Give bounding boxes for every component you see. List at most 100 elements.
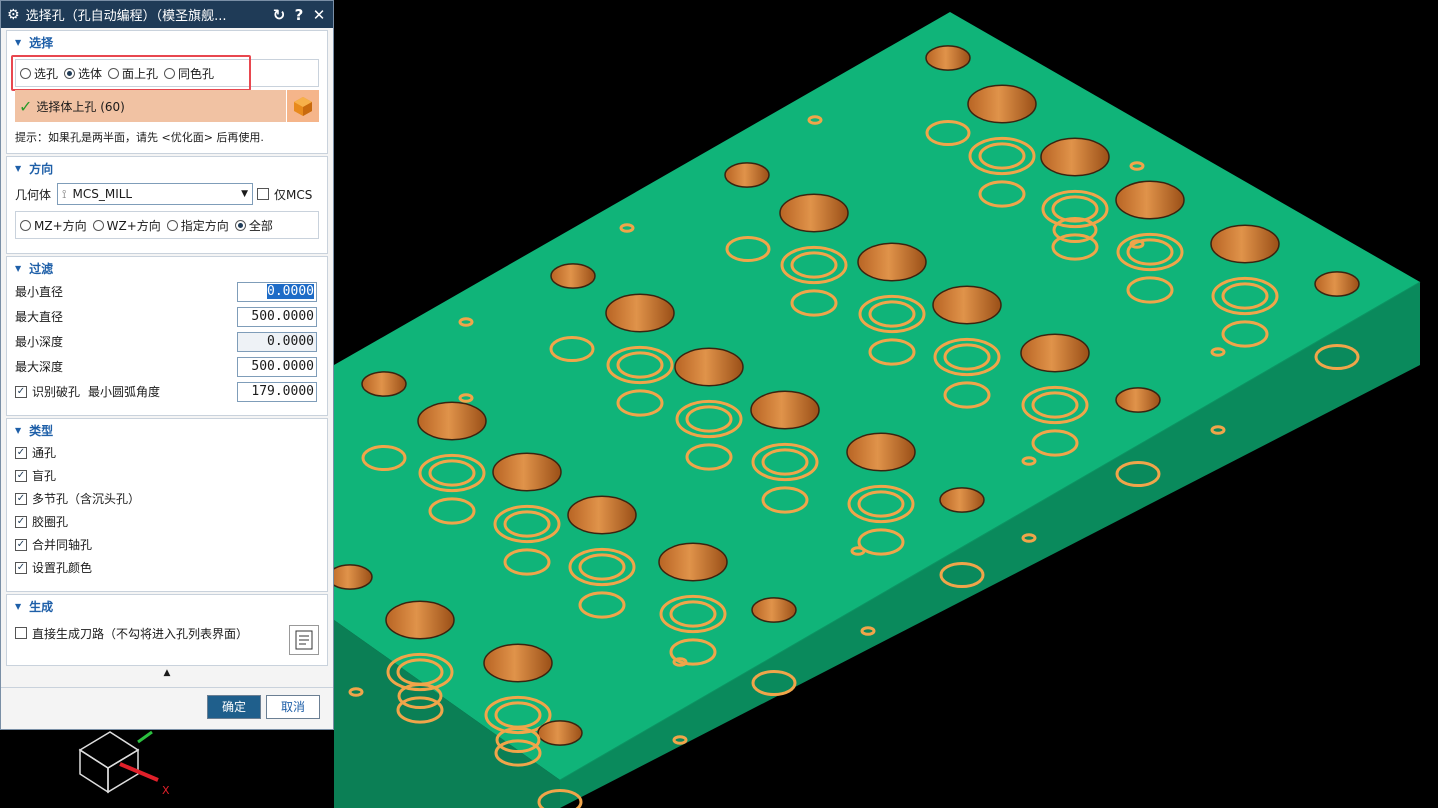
- counterbore-hole: [846, 432, 916, 472]
- type-multi-step-hole[interactable]: ✓多节孔（含沉头孔）: [15, 492, 141, 506]
- hole-ring: [616, 351, 664, 379]
- section-title: 选择: [29, 35, 54, 50]
- select-section-header[interactable]: ▼ 选择: [7, 31, 327, 53]
- min-arc-angle-input[interactable]: 179.0000: [237, 381, 317, 402]
- only-mcs-checkbox[interactable]: [257, 188, 270, 200]
- select-body-status[interactable]: ✓ 选择体上孔 (60): [15, 90, 319, 122]
- counterbore-hole: [939, 487, 985, 513]
- hole-ring: [386, 652, 454, 692]
- type-through-hole[interactable]: ✓通孔: [15, 446, 57, 460]
- hole-ring: [672, 735, 688, 745]
- chevron-down-icon: ▼: [241, 189, 249, 199]
- type-blind-hole[interactable]: ✓盲孔: [15, 469, 57, 483]
- hole-ring: [1221, 282, 1269, 310]
- hole-ring: [807, 115, 823, 125]
- hole-ring: [790, 251, 838, 279]
- broken-hole-label: 识别破孔: [32, 385, 81, 399]
- hole-ring: [978, 180, 1026, 208]
- counterbore-hole: [779, 193, 849, 233]
- select-section: ▼ 选择 选孔 选体 面上孔 同色孔 ✓ 选择体上孔 (60) 提示：如果孔是两…: [6, 30, 328, 154]
- type-o-ring-hole[interactable]: ✓胶圈孔: [15, 515, 69, 529]
- radio-mz-direction[interactable]: MZ+方向: [20, 217, 87, 234]
- radio-select-body[interactable]: 选体: [64, 65, 102, 82]
- reset-icon[interactable]: ↻: [272, 5, 286, 24]
- hole-ring: [361, 444, 407, 472]
- hole-ring: [1210, 347, 1226, 357]
- help-icon[interactable]: ?: [294, 5, 304, 24]
- filter-section-header[interactable]: ▼ 过滤: [7, 257, 327, 279]
- counterbore-hole: [674, 347, 744, 387]
- hole-ring: [616, 389, 664, 417]
- type-set-hole-color[interactable]: ✓设置孔颜色: [15, 561, 93, 575]
- radio-specify-direction[interactable]: 指定方向: [166, 217, 229, 234]
- min-depth-input[interactable]: 0.0000: [237, 331, 317, 352]
- hole-ring: [428, 497, 476, 525]
- direction-section: ▼ 方向 几何体 ⟟ MCS_MILL ▼ 仅MCS MZ+方向 WZ+方向 指…: [6, 156, 328, 254]
- close-icon[interactable]: ✕: [312, 5, 326, 24]
- filter-section: ▼ 过滤 最小直径 0.0000 最大直径 500.0000 最小深度 0.00…: [6, 256, 328, 416]
- ok-button[interactable]: 确定: [207, 695, 261, 719]
- section-title: 生成: [29, 599, 54, 614]
- radio-select-hole[interactable]: 选孔: [20, 65, 58, 82]
- hole-ring: [503, 548, 551, 576]
- dialog-titlebar[interactable]: ⚙ 选择孔（孔自动编程）（模圣旗舰... ↻ ? ✕: [1, 1, 333, 28]
- view-triad: X: [78, 730, 170, 797]
- hole-ring: [790, 289, 838, 317]
- radio-wz-direction[interactable]: WZ+方向: [92, 217, 161, 234]
- hole-ring: [458, 393, 474, 403]
- radio-all-direction[interactable]: 全部: [234, 217, 273, 234]
- type-section-header[interactable]: ▼ 类型: [7, 419, 327, 441]
- hole-ring: [1041, 189, 1109, 229]
- hole-ring: [1314, 343, 1360, 371]
- geometry-dropdown[interactable]: ⟟ MCS_MILL ▼: [57, 183, 254, 205]
- counterbore-hole: [967, 84, 1037, 124]
- counterbore-hole: [361, 371, 407, 397]
- direction-section-header[interactable]: ▼ 方向: [7, 157, 327, 179]
- geometry-value: MCS_MILL: [72, 187, 133, 201]
- direction-group: MZ+方向 WZ+方向 指定方向 全部: [15, 211, 319, 239]
- hole-ring: [1031, 391, 1079, 419]
- direct-generate-checkbox[interactable]: [15, 627, 27, 639]
- hole-ring: [1051, 233, 1099, 261]
- counterbore-hole: [385, 600, 455, 640]
- cancel-button[interactable]: 取消: [266, 695, 320, 719]
- type-merge-coaxial[interactable]: ✓合并同轴孔: [15, 538, 93, 552]
- hole-ring: [858, 294, 926, 334]
- hole-ring: [1126, 238, 1174, 266]
- hole-ring: [568, 547, 636, 587]
- radio-same-color-hole[interactable]: 同色孔: [164, 65, 214, 82]
- generate-section-header[interactable]: ▼ 生成: [7, 595, 327, 617]
- counterbore-hole: [417, 401, 487, 441]
- max-diameter-label: 最大直径: [15, 310, 64, 324]
- hole-list-icon[interactable]: [289, 625, 319, 655]
- min-arc-angle-label: 最小圆弧角度: [88, 385, 161, 399]
- x-axis-arrow: [119, 762, 159, 782]
- hole-ring: [578, 591, 626, 619]
- counterbore-hole: [658, 542, 728, 582]
- broken-hole-checkbox[interactable]: ✓: [15, 385, 27, 398]
- max-diameter-input[interactable]: 500.0000: [237, 306, 317, 327]
- only-mcs-label: 仅MCS: [274, 187, 313, 202]
- expand-arrow-icon[interactable]: ▲: [163, 668, 171, 678]
- counterbore-hole: [492, 452, 562, 492]
- gear-icon[interactable]: ⚙: [7, 6, 20, 23]
- hole-ring: [968, 136, 1036, 176]
- geometry-label: 几何体: [15, 187, 52, 202]
- counterbore-hole: [1020, 333, 1090, 373]
- max-depth-input[interactable]: 500.0000: [237, 356, 317, 377]
- hole-ring: [537, 788, 583, 808]
- hole-ring: [1211, 276, 1279, 316]
- counterbore-hole: [932, 285, 1002, 325]
- collapse-icon: ▼: [15, 163, 22, 173]
- x-axis-label: X: [162, 784, 170, 797]
- min-diameter-input[interactable]: 0.0000: [237, 281, 317, 302]
- radio-face-hole[interactable]: 面上孔: [108, 65, 158, 82]
- min-diameter-label: 最小直径: [15, 285, 64, 299]
- select-body-icon[interactable]: [286, 90, 319, 122]
- hole-ring: [868, 300, 916, 328]
- hole-ring: [619, 223, 635, 233]
- collapse-icon: ▼: [15, 425, 22, 435]
- hole-ring: [939, 561, 985, 589]
